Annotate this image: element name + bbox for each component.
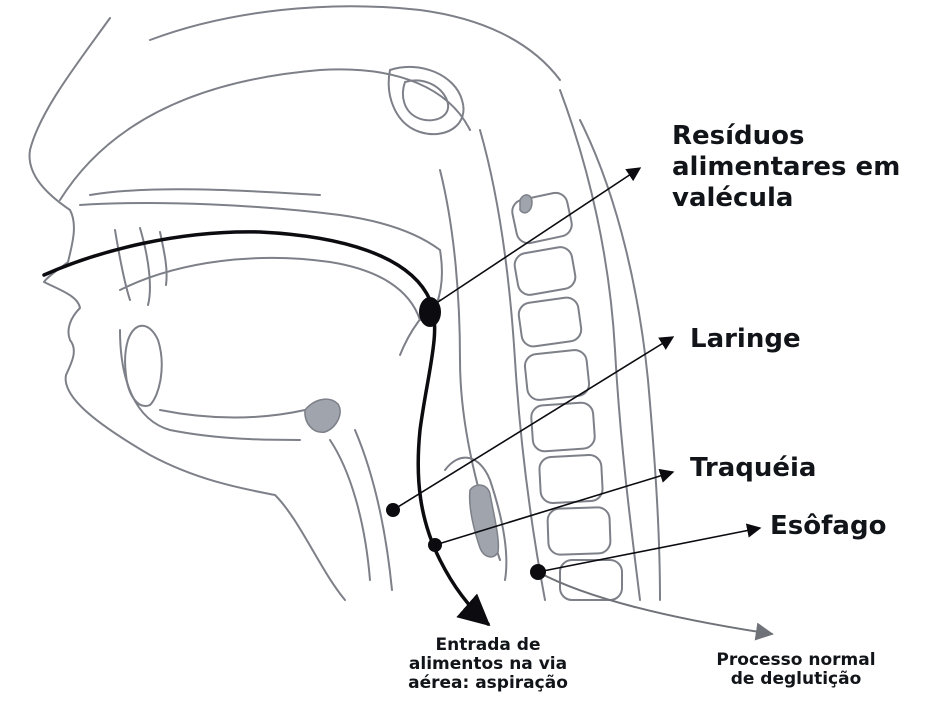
label-residuos-line1: Resíduos — [672, 121, 900, 152]
mouth-floor — [160, 410, 305, 418]
label-traqueia: Traquéia — [690, 453, 816, 484]
label-aspiracao-line1: Entrada de — [382, 636, 594, 655]
bolus-paths — [44, 232, 772, 634]
label-processo-normal: Processo normal de deglutição — [692, 651, 900, 689]
label-residuos-line3: valécula — [672, 183, 900, 214]
label-residuos-line2: alimentares em — [672, 152, 900, 183]
mandible — [120, 330, 300, 440]
label-esofago: Esôfago — [770, 511, 886, 542]
label-aspiracao-line2: alimentos na via — [382, 655, 594, 674]
larynx-front — [330, 440, 370, 580]
label-aspiracao: Entrada de alimentos na via aérea: aspir… — [382, 636, 594, 693]
odontoid — [520, 195, 532, 213]
hyoid — [305, 399, 340, 432]
skull-inner — [60, 69, 470, 200]
vertebrae — [510, 191, 622, 600]
label-normal-line1: Processo normal — [692, 651, 900, 670]
hard-palate — [80, 203, 440, 250]
label-normal-line2: de deglutição — [692, 670, 900, 689]
label-laringe: Laringe — [690, 324, 801, 355]
label-aspiracao-line3: aérea: aspiração — [382, 674, 594, 693]
face-profile — [30, 18, 345, 600]
aspiration-path — [44, 232, 488, 624]
tongue — [120, 258, 420, 320]
label-residuos: Resíduos alimentares em valécula — [672, 121, 900, 214]
nasal-cavity — [90, 189, 320, 195]
